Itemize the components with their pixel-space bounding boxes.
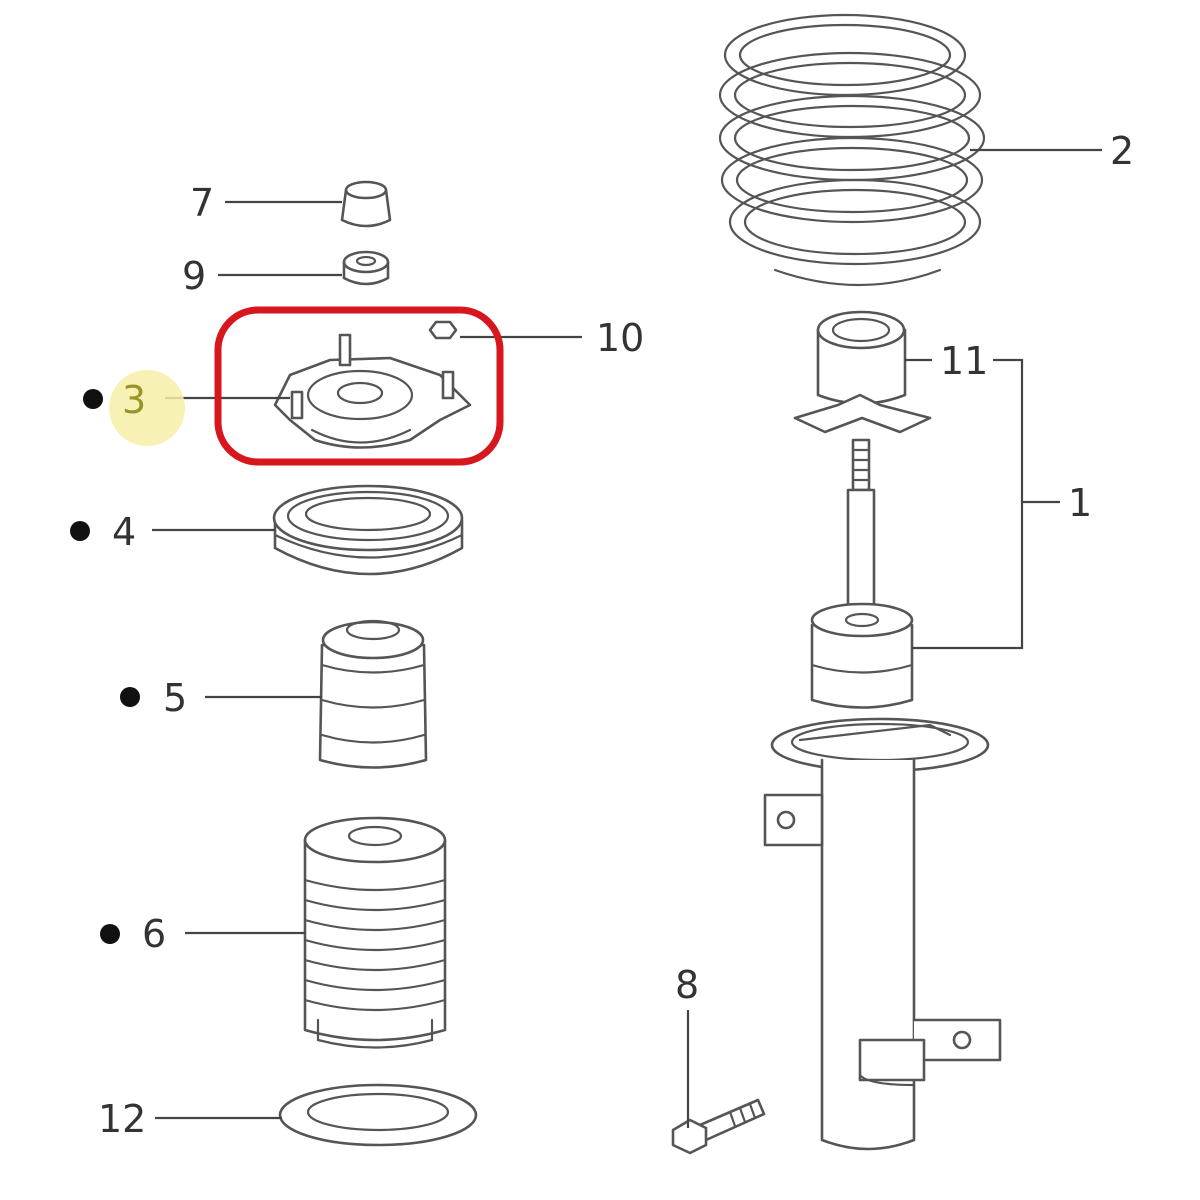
part-11-bump-cup [793, 310, 932, 434]
label-8: 8 [675, 963, 699, 1007]
label-1: 1 [1068, 481, 1092, 525]
part-5-bump-stop [318, 619, 428, 769]
part-7-cap [340, 180, 392, 228]
label-7: 7 [190, 181, 214, 225]
part-6-dust-boot [303, 816, 447, 1049]
bullet-dot-3 [83, 389, 103, 409]
leader-lines [152, 148, 1102, 1128]
part-3-top-mount [273, 333, 472, 449]
label-12: 12 [98, 1097, 146, 1141]
bullet-dot-6 [100, 924, 120, 944]
part-8-bolt [671, 1098, 766, 1155]
label-2: 2 [1110, 129, 1134, 173]
label-11: 11 [940, 339, 988, 383]
part-4-bearing [272, 484, 464, 576]
label-9: 9 [182, 254, 206, 298]
part-1-strut [763, 438, 1002, 1151]
label-5: 5 [163, 676, 187, 720]
bullet-dot-5 [120, 687, 140, 707]
label-4: 4 [112, 510, 136, 554]
label-6: 6 [142, 912, 166, 956]
part-12-ring [278, 1083, 478, 1147]
highlight-marker [109, 370, 185, 446]
part-10-nut [428, 320, 458, 340]
label-10: 10 [596, 316, 644, 360]
bullet-dot-4 [70, 521, 90, 541]
part-2-coil-spring [718, 13, 986, 287]
highlight-box [214, 306, 504, 466]
part-9-nut [342, 250, 390, 286]
label-3: 3 [122, 378, 146, 422]
